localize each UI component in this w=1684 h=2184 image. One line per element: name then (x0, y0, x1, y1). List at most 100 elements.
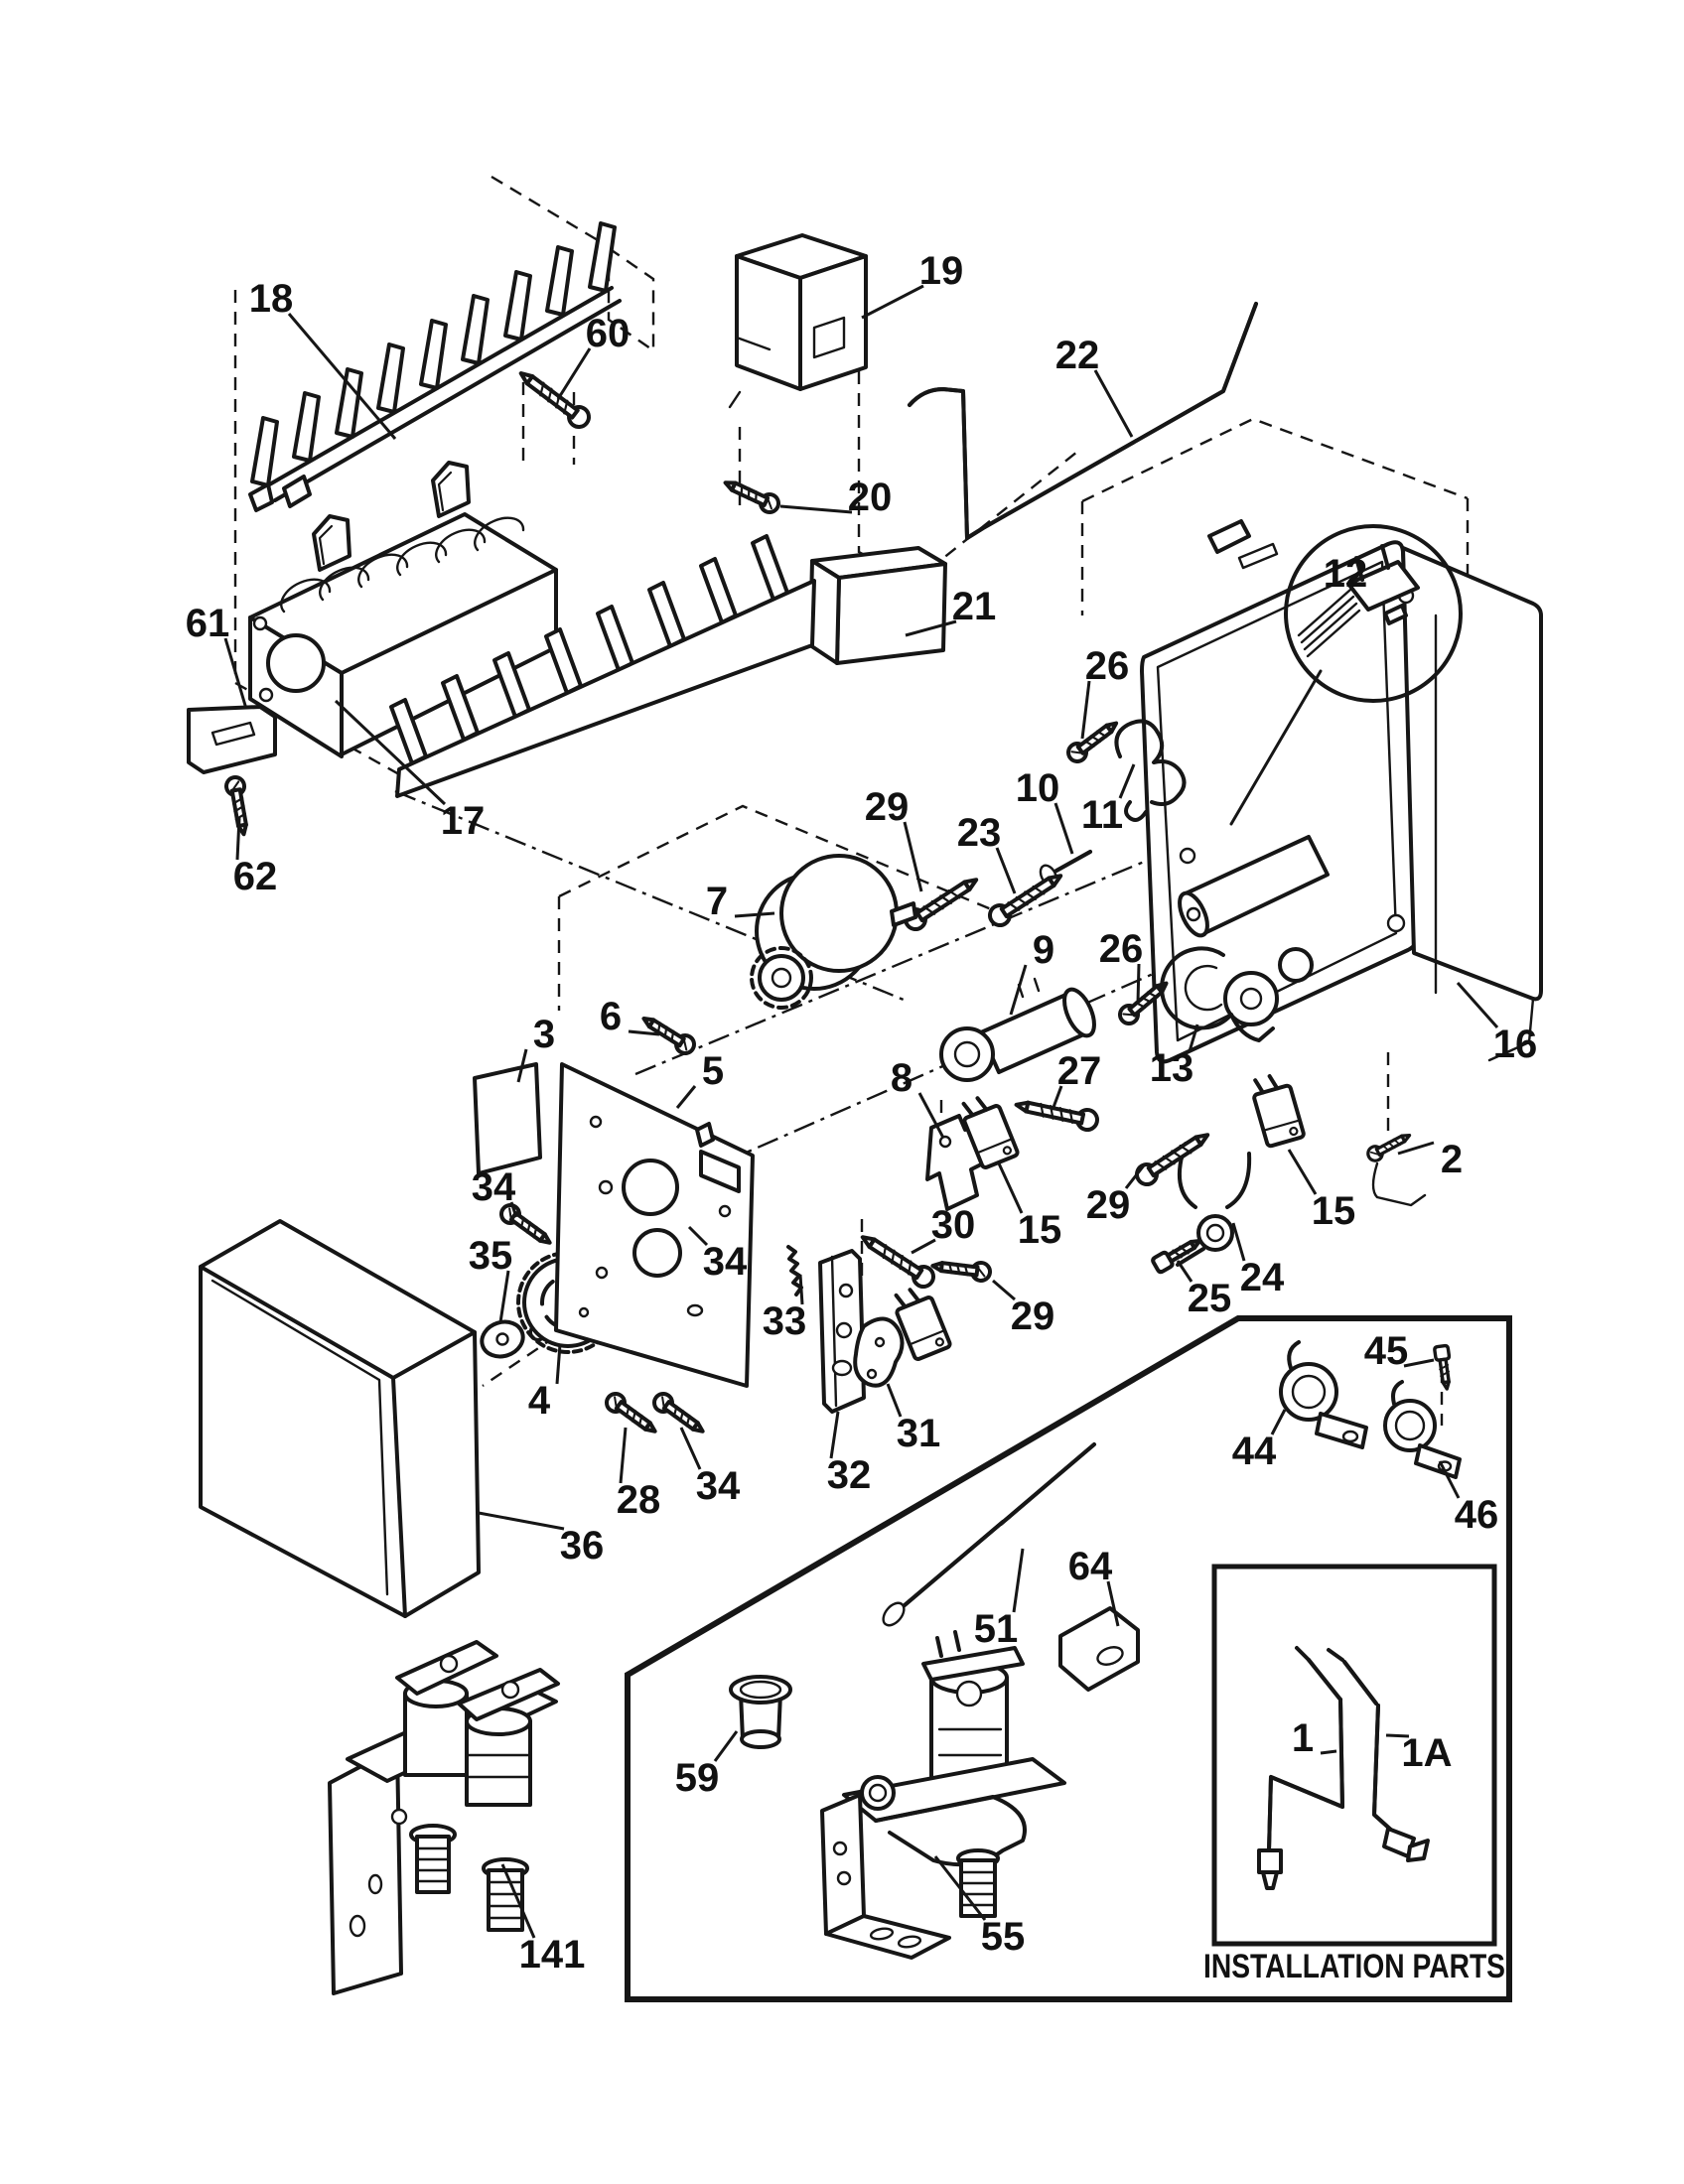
part-label-51-45: 51 (974, 1607, 1019, 1651)
part-label-35-37: 35 (469, 1234, 513, 1278)
part-label-9-17: 9 (1033, 928, 1054, 972)
part-16-ice-maker-housing (1140, 519, 1543, 1064)
part-12-connector-detail (1229, 524, 1463, 826)
leader-line-1A-52 (1385, 1733, 1410, 1738)
part-label-29-28: 29 (1011, 1295, 1055, 1338)
leader-line-6-40 (628, 1029, 660, 1036)
part-21-stripper (389, 534, 947, 798)
part-label-44-48: 44 (1232, 1430, 1277, 1473)
part-label-11-12: 11 (1081, 793, 1123, 837)
part-label-4-38: 4 (528, 1379, 551, 1423)
part-13-retainer-clip (1160, 946, 1275, 1042)
leader-line-30-29 (911, 1238, 936, 1255)
part-label-27-21: 27 (1057, 1049, 1102, 1093)
installation-border (625, 1315, 1512, 2002)
leader-line-33-30 (798, 1274, 804, 1305)
leader-line-64-46 (1106, 1580, 1120, 1627)
leader-line-21-5 (905, 619, 957, 637)
part-label-31-32: 31 (897, 1412, 941, 1455)
part-label-3-39: 3 (533, 1013, 555, 1056)
part-label-15-22: 15 (1018, 1208, 1062, 1252)
leader-line-18-0 (287, 313, 397, 440)
leader-line-51-45 (1012, 1548, 1025, 1613)
part-label-62-7: 62 (233, 855, 278, 898)
part-label-19-2: 19 (919, 249, 964, 293)
part-label-8-20: 8 (891, 1056, 912, 1100)
leader-line-17-8 (334, 699, 447, 806)
installation-inner-box (1211, 1564, 1497, 1947)
part-44-clamp (1279, 1340, 1368, 1449)
part-label-60-1: 60 (586, 312, 631, 355)
part-label-28-33: 28 (617, 1478, 661, 1522)
part-34-screw-bottom (650, 1390, 708, 1438)
part-label-64-46: 64 (1068, 1545, 1113, 1588)
part-label-55-47: 55 (981, 1915, 1026, 1959)
part-label-6-40: 6 (600, 995, 622, 1038)
part-46-clamp (1383, 1380, 1462, 1479)
part-1A-water-tube (1327, 1648, 1430, 1862)
part-label-61-6: 61 (186, 602, 230, 645)
part-1-water-tube (1257, 1646, 1344, 1890)
leader-line-15-22 (997, 1162, 1024, 1214)
leader-line-36-42 (478, 1511, 565, 1531)
part-label-34-36: 34 (696, 1464, 741, 1508)
leader-line-60-1 (556, 347, 592, 400)
leader-line-4-38 (555, 1343, 562, 1385)
part-141-double-water-valve (328, 1640, 560, 1995)
part-64-bracket (1058, 1606, 1140, 1692)
part-61-bracket (187, 705, 277, 774)
part-label-10-13: 10 (1016, 766, 1060, 810)
part-35-washer (480, 1308, 582, 1359)
part-29-spring-screw-right (1131, 1124, 1215, 1190)
part-label-18-0: 18 (249, 277, 294, 321)
part-label-16-10: 16 (1493, 1023, 1538, 1066)
leader-line-25-26 (1176, 1260, 1193, 1283)
part-5-mounting-plate (554, 1062, 755, 1388)
leader-line-9-17 (1009, 964, 1028, 1016)
part-label-30-29: 30 (931, 1203, 976, 1247)
leader-line-29-15 (903, 821, 923, 892)
leader-line-22-4 (1093, 369, 1134, 438)
part-label-17-8: 17 (441, 799, 486, 843)
part-51-fill-tube (882, 1442, 1096, 1627)
part-label-5-41: 5 (702, 1049, 724, 1093)
leader-line-55-47 (933, 1855, 987, 1921)
part-label-29-15: 29 (865, 785, 910, 829)
part-label-34-34: 34 (472, 1165, 516, 1209)
part-label-13-19: 13 (1150, 1046, 1194, 1090)
leader-line-26-18 (1136, 963, 1141, 1004)
leader-line-141-43 (500, 1863, 536, 1939)
part-label-23-14: 23 (957, 811, 1002, 855)
part-11-wire-clip (1114, 719, 1187, 822)
part-label-36-42: 36 (560, 1524, 605, 1568)
leader-line-35-37 (498, 1270, 510, 1323)
part-label-24-25: 24 (1240, 1256, 1285, 1299)
part-15-switch-right (1247, 1069, 1307, 1150)
leader-line-11-12 (1118, 763, 1136, 799)
part-30-screw-long (855, 1226, 939, 1293)
part-31-cam (853, 1316, 905, 1388)
part-label-32-31: 32 (827, 1453, 872, 1497)
part-7-drive-motor (750, 854, 917, 1010)
part-26-screw-upper (1062, 714, 1124, 767)
leader-line-34-35 (687, 1225, 709, 1247)
part-label-22-4: 22 (1055, 334, 1100, 377)
part-label-34-35: 34 (703, 1240, 748, 1284)
leader-line-13-19 (1188, 1024, 1199, 1052)
part-20-screw (719, 473, 783, 517)
leader-line-10-13 (1053, 802, 1074, 855)
leader-line-31-32 (886, 1383, 903, 1418)
part-2-ground-wire (1363, 1127, 1427, 1207)
part-label-15-23: 15 (1312, 1189, 1356, 1233)
leader-line-29-28 (992, 1279, 1016, 1301)
leader-line-44-48 (1270, 1409, 1287, 1435)
leader-line-16-10 (1456, 982, 1499, 1028)
part-19-support-bracket (728, 233, 868, 409)
part-label-46-50: 46 (1455, 1493, 1499, 1537)
part-22-wire-signal-arm (908, 302, 1258, 540)
leader-line-24-25 (1231, 1222, 1246, 1262)
leader-line-1-51 (1320, 1749, 1337, 1755)
part-33-spring (786, 1245, 803, 1297)
